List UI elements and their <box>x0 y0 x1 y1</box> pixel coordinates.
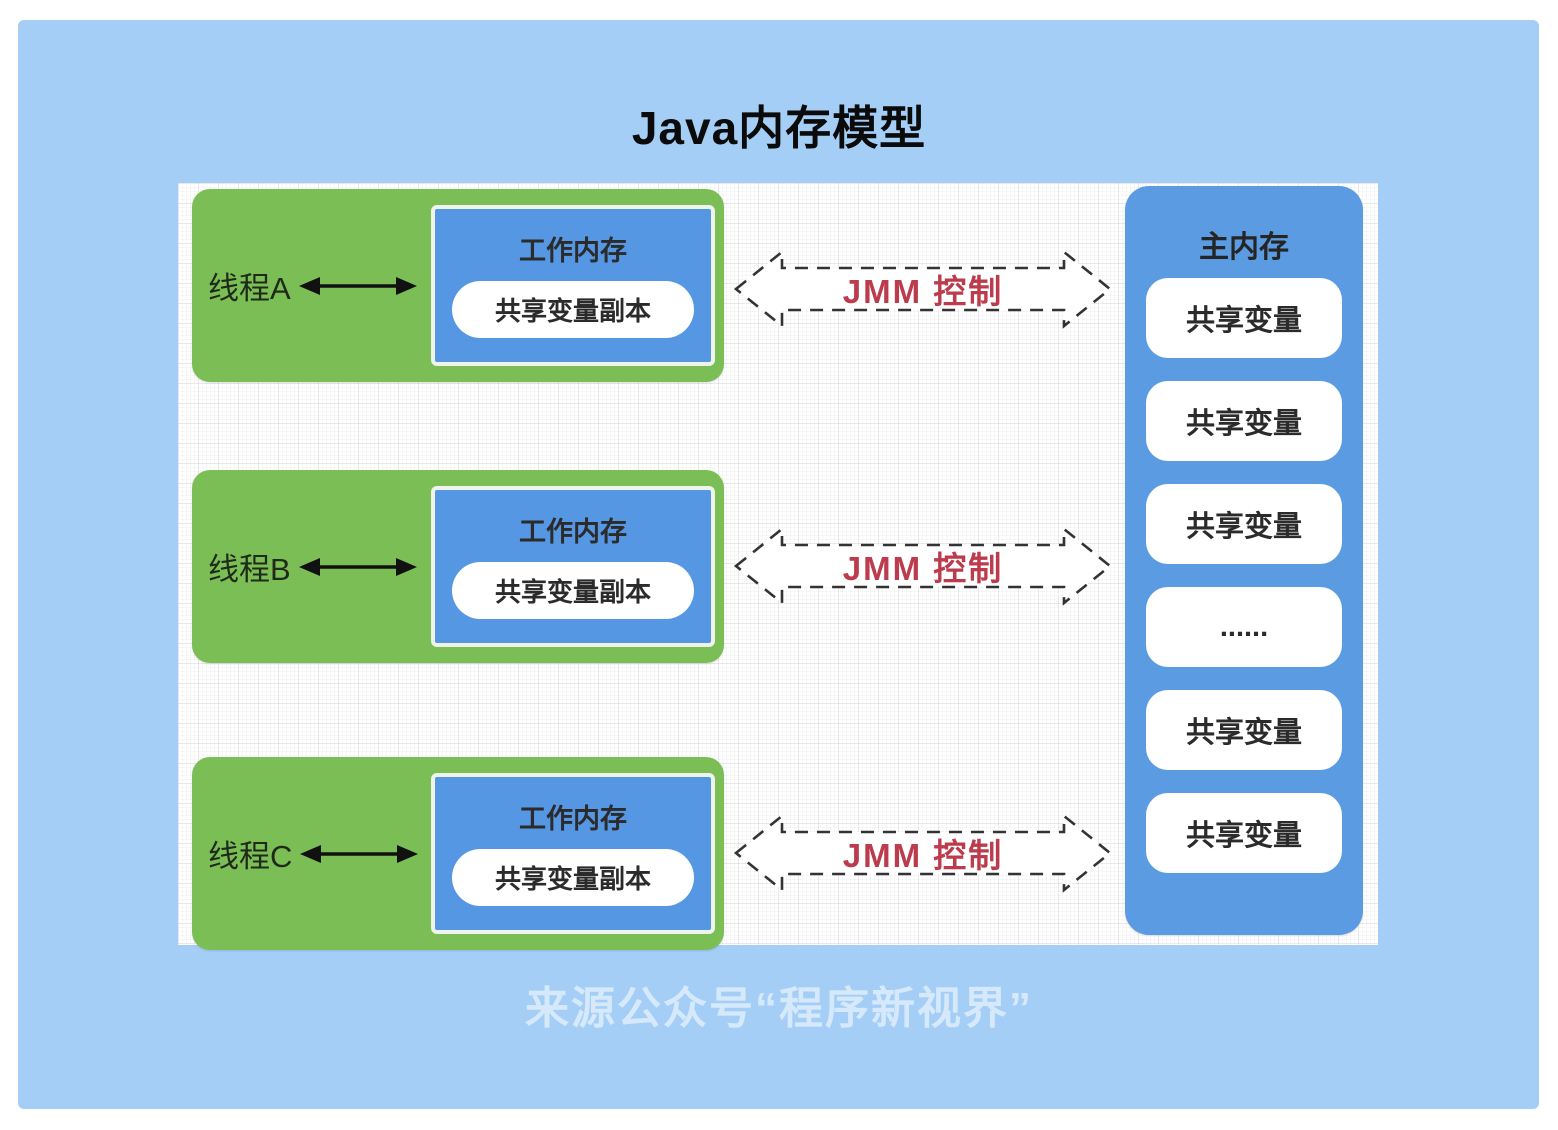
shared-variable-pill: 共享变量 <box>1146 381 1342 461</box>
shared-variable-copy-pill: 共享变量副本 <box>452 281 694 338</box>
shared-variable-copy-pill: 共享变量副本 <box>452 562 694 619</box>
dashed-double-arrow-icon <box>733 249 1113 329</box>
thread-label: 线程A <box>208 271 291 306</box>
double-arrow-icon <box>298 557 417 576</box>
shared-variable-pill: 共享变量 <box>1146 484 1342 564</box>
work-memory-box: 工作内存 共享变量副本 <box>431 486 715 647</box>
shared-variable-pill: 共享变量 <box>1146 278 1342 358</box>
double-arrow-icon <box>298 276 417 295</box>
dashed-double-arrow-icon <box>733 813 1113 893</box>
shared-variable-list: 共享变量 共享变量 共享变量 ...... 共享变量 共享变量 <box>1146 278 1342 873</box>
thread-label: 线程C <box>208 839 293 874</box>
jmm-control-label: JMM 控制 <box>842 273 1004 310</box>
main-memory-block: 主内存 共享变量 共享变量 共享变量 ...... 共享变量 共享变量 <box>1125 186 1363 935</box>
shared-variable-pill: 共享变量 <box>1146 690 1342 770</box>
ellipsis-pill: ...... <box>1146 587 1342 667</box>
shared-variable-pill: 共享变量 <box>1146 793 1342 873</box>
double-arrow-icon <box>300 844 419 863</box>
work-memory-title: 工作内存 <box>519 517 627 547</box>
thread-block-a: 线程A 工作内存 共享变量副本 <box>192 189 724 382</box>
jmm-control-arrow-c: JMM 控制 <box>733 811 1113 895</box>
dashed-double-arrow-icon <box>733 526 1113 606</box>
thread-block-c: 线程C 工作内存 共享变量副本 <box>192 757 724 950</box>
diagram-canvas: 线程A 工作内存 共享变量副本 线程B 工作内存 共享变量副本 <box>178 183 1378 950</box>
jmm-control-label: JMM 控制 <box>842 837 1004 874</box>
jmm-control-arrow-b: JMM 控制 <box>733 524 1113 608</box>
work-memory-title: 工作内存 <box>519 236 627 266</box>
work-memory-title: 工作内存 <box>519 804 627 834</box>
source-watermark: 来源公众号“程序新视界” <box>525 984 1033 1033</box>
jmm-control-label: JMM 控制 <box>842 550 1004 587</box>
work-memory-box: 工作内存 共享变量副本 <box>431 205 715 366</box>
work-memory-box: 工作内存 共享变量副本 <box>431 773 715 934</box>
thread-label: 线程B <box>208 552 291 587</box>
main-memory-title: 主内存 <box>1199 231 1289 264</box>
jmm-control-arrow-a: JMM 控制 <box>733 247 1113 331</box>
shared-variable-copy-pill: 共享变量副本 <box>452 849 694 906</box>
page-title: Java内存模型 <box>631 102 927 154</box>
thread-block-b: 线程B 工作内存 共享变量副本 <box>192 470 724 663</box>
